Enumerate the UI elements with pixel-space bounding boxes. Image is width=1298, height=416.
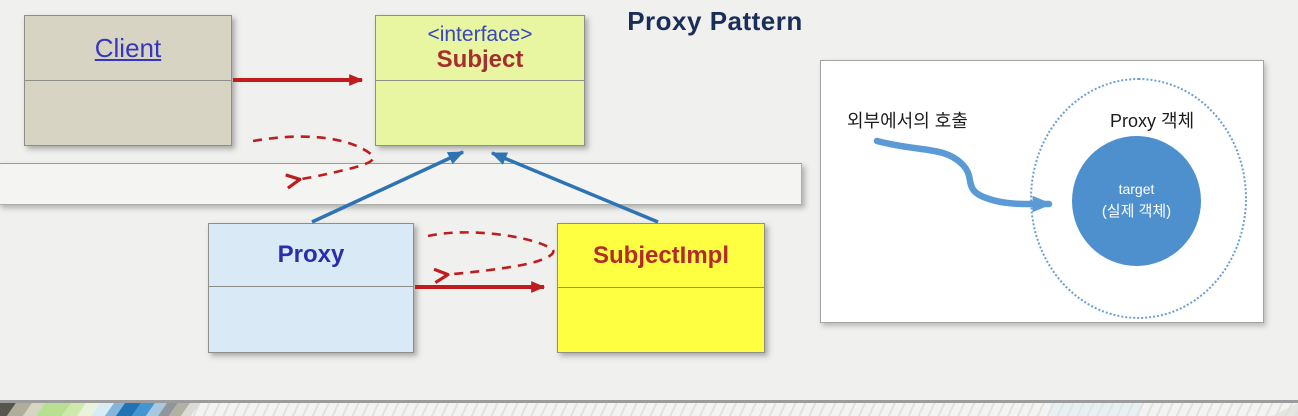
target-circle-line2: (실제 객체) xyxy=(1101,203,1172,220)
client-name-section: Client xyxy=(25,16,231,81)
subjectimpl-name-section: SubjectImpl xyxy=(558,224,764,288)
footer-stripes-graphic xyxy=(0,403,1298,416)
client-class-name: Client xyxy=(94,32,162,63)
uml-class-client: Client xyxy=(24,15,232,146)
subject-class-name: Subject xyxy=(436,45,524,73)
subject-stereotype: <interface> xyxy=(427,22,533,46)
proxy-empty-section xyxy=(209,287,413,352)
client-empty-section xyxy=(25,81,231,145)
subjectimpl-class-name: SubjectImpl xyxy=(592,241,730,269)
uml-class-subject: <interface> Subject xyxy=(375,15,585,146)
subject-name-section: <interface> Subject xyxy=(376,16,584,81)
uml-class-subjectimpl: SubjectImpl xyxy=(557,223,765,353)
uml-class-proxy: Proxy xyxy=(208,223,414,353)
target-circle: target (실제 객체) xyxy=(1072,136,1201,266)
page-title: Proxy Pattern xyxy=(627,6,803,36)
horizontal-band xyxy=(0,163,802,205)
target-circle-line1: target xyxy=(1118,181,1155,197)
dashed-return-arrow-subjectimpl-to-proxy xyxy=(427,231,555,275)
subjectimpl-empty-section xyxy=(558,288,764,352)
footer-stripe-band xyxy=(0,403,1298,416)
proxy-inset-panel: 외부에서의 호출 Proxy 객체 target (실제 객체) xyxy=(820,60,1264,323)
proxy-name-section: Proxy xyxy=(209,224,413,287)
inset-label-external-call: 외부에서의 호출 xyxy=(847,111,968,131)
proxy-class-name: Proxy xyxy=(277,241,345,268)
subject-empty-section xyxy=(376,81,584,145)
footer-divider-line xyxy=(0,400,1298,403)
